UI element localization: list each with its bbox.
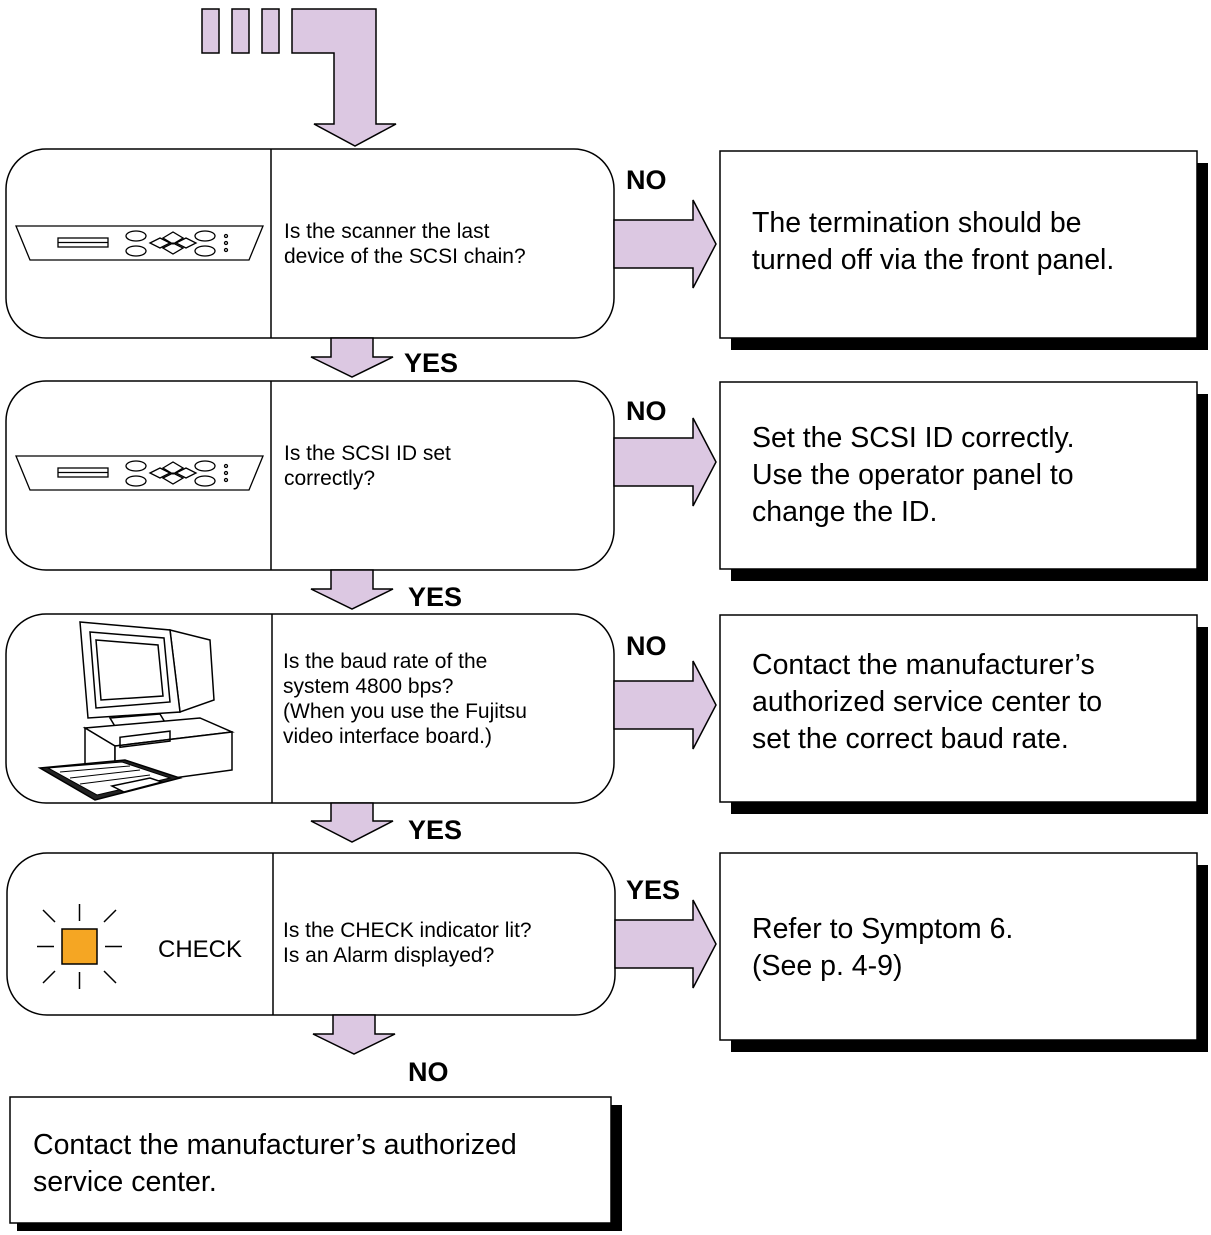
final-text: Contact the manufacturer’s authorized se…	[33, 1127, 517, 1201]
computer-workstation-icon	[37, 621, 235, 801]
down-label-3: YES	[408, 815, 463, 845]
result-line: (See p. 4-9)	[752, 950, 903, 982]
entry-arrow	[201, 8, 397, 147]
right-arrow-2	[613, 417, 717, 507]
result-line: Refer to Symptom 6.	[752, 913, 1014, 945]
question-line: video interface board.)	[283, 725, 492, 748]
branch-label-3: NO	[626, 631, 667, 661]
right-arrow-1	[613, 199, 717, 289]
down-label-4: NO	[408, 1057, 449, 1087]
final-box	[9, 1096, 622, 1231]
final-line: service center.	[33, 1166, 217, 1198]
result-box-3	[719, 614, 1208, 814]
result-text-2: Set the SCSI ID correctly. Use the opera…	[752, 420, 1075, 531]
result-line: Contact the manufacturer’s	[752, 649, 1095, 681]
question-text-1: Is the scanner the last device of the SC…	[284, 219, 526, 269]
result-line: Use the operator panel to	[752, 459, 1074, 491]
result-box-1	[719, 150, 1208, 350]
question-line: Is an Alarm displayed?	[283, 944, 495, 967]
question-line: Is the scanner the last	[284, 220, 490, 243]
question-line: Is the baud rate of the	[283, 650, 488, 673]
check-indicator-label: CHECK	[158, 936, 243, 963]
down-arrow-4	[312, 1014, 396, 1055]
right-arrow-4	[614, 899, 717, 989]
result-text-3: Contact the manufacturer’s authorized se…	[752, 647, 1102, 758]
question-text-2: Is the SCSI ID set correctly?	[284, 441, 451, 491]
result-line: set the correct baud rate.	[752, 723, 1069, 755]
result-line: The termination should be	[752, 207, 1082, 239]
operator-panel-icon	[15, 455, 264, 491]
down-label-1: YES	[404, 348, 459, 378]
question-line: correctly?	[284, 467, 376, 490]
right-arrow-3	[613, 660, 717, 750]
final-line: Contact the manufacturer’s authorized	[33, 1129, 517, 1161]
branch-label-4: YES	[626, 875, 681, 905]
down-arrow-3	[310, 802, 394, 843]
operator-panel-icon	[15, 225, 264, 261]
question-text-3: Is the baud rate of the system 4800 bps?…	[283, 649, 527, 749]
branch-label-2: NO	[626, 396, 667, 426]
check-indicator-icon	[37, 904, 122, 989]
down-label-2: YES	[408, 582, 463, 612]
result-line: authorized service center to	[752, 686, 1103, 718]
result-line: Set the SCSI ID correctly.	[752, 422, 1075, 454]
result-text-1: The termination should be turned off via…	[752, 205, 1114, 279]
result-text-4: Refer to Symptom 6. (See p. 4-9)	[752, 911, 1013, 985]
question-text-4: Is the CHECK indicator lit? Is an Alarm …	[283, 918, 532, 968]
branch-label-1: NO	[626, 165, 667, 195]
result-box-2	[719, 381, 1208, 581]
down-arrow-2	[310, 569, 394, 610]
question-line: Is the CHECK indicator lit?	[283, 919, 532, 942]
question-line: (When you use the Fujitsu	[283, 700, 527, 723]
question-line: Is the SCSI ID set	[284, 442, 451, 465]
result-box-4	[719, 852, 1208, 1052]
down-arrow-1	[310, 337, 394, 378]
result-line: turned off via the front panel.	[752, 244, 1115, 276]
question-line: device of the SCSI chain?	[284, 245, 526, 268]
question-line: system 4800 bps?	[283, 675, 454, 698]
result-line: change the ID.	[752, 496, 938, 528]
